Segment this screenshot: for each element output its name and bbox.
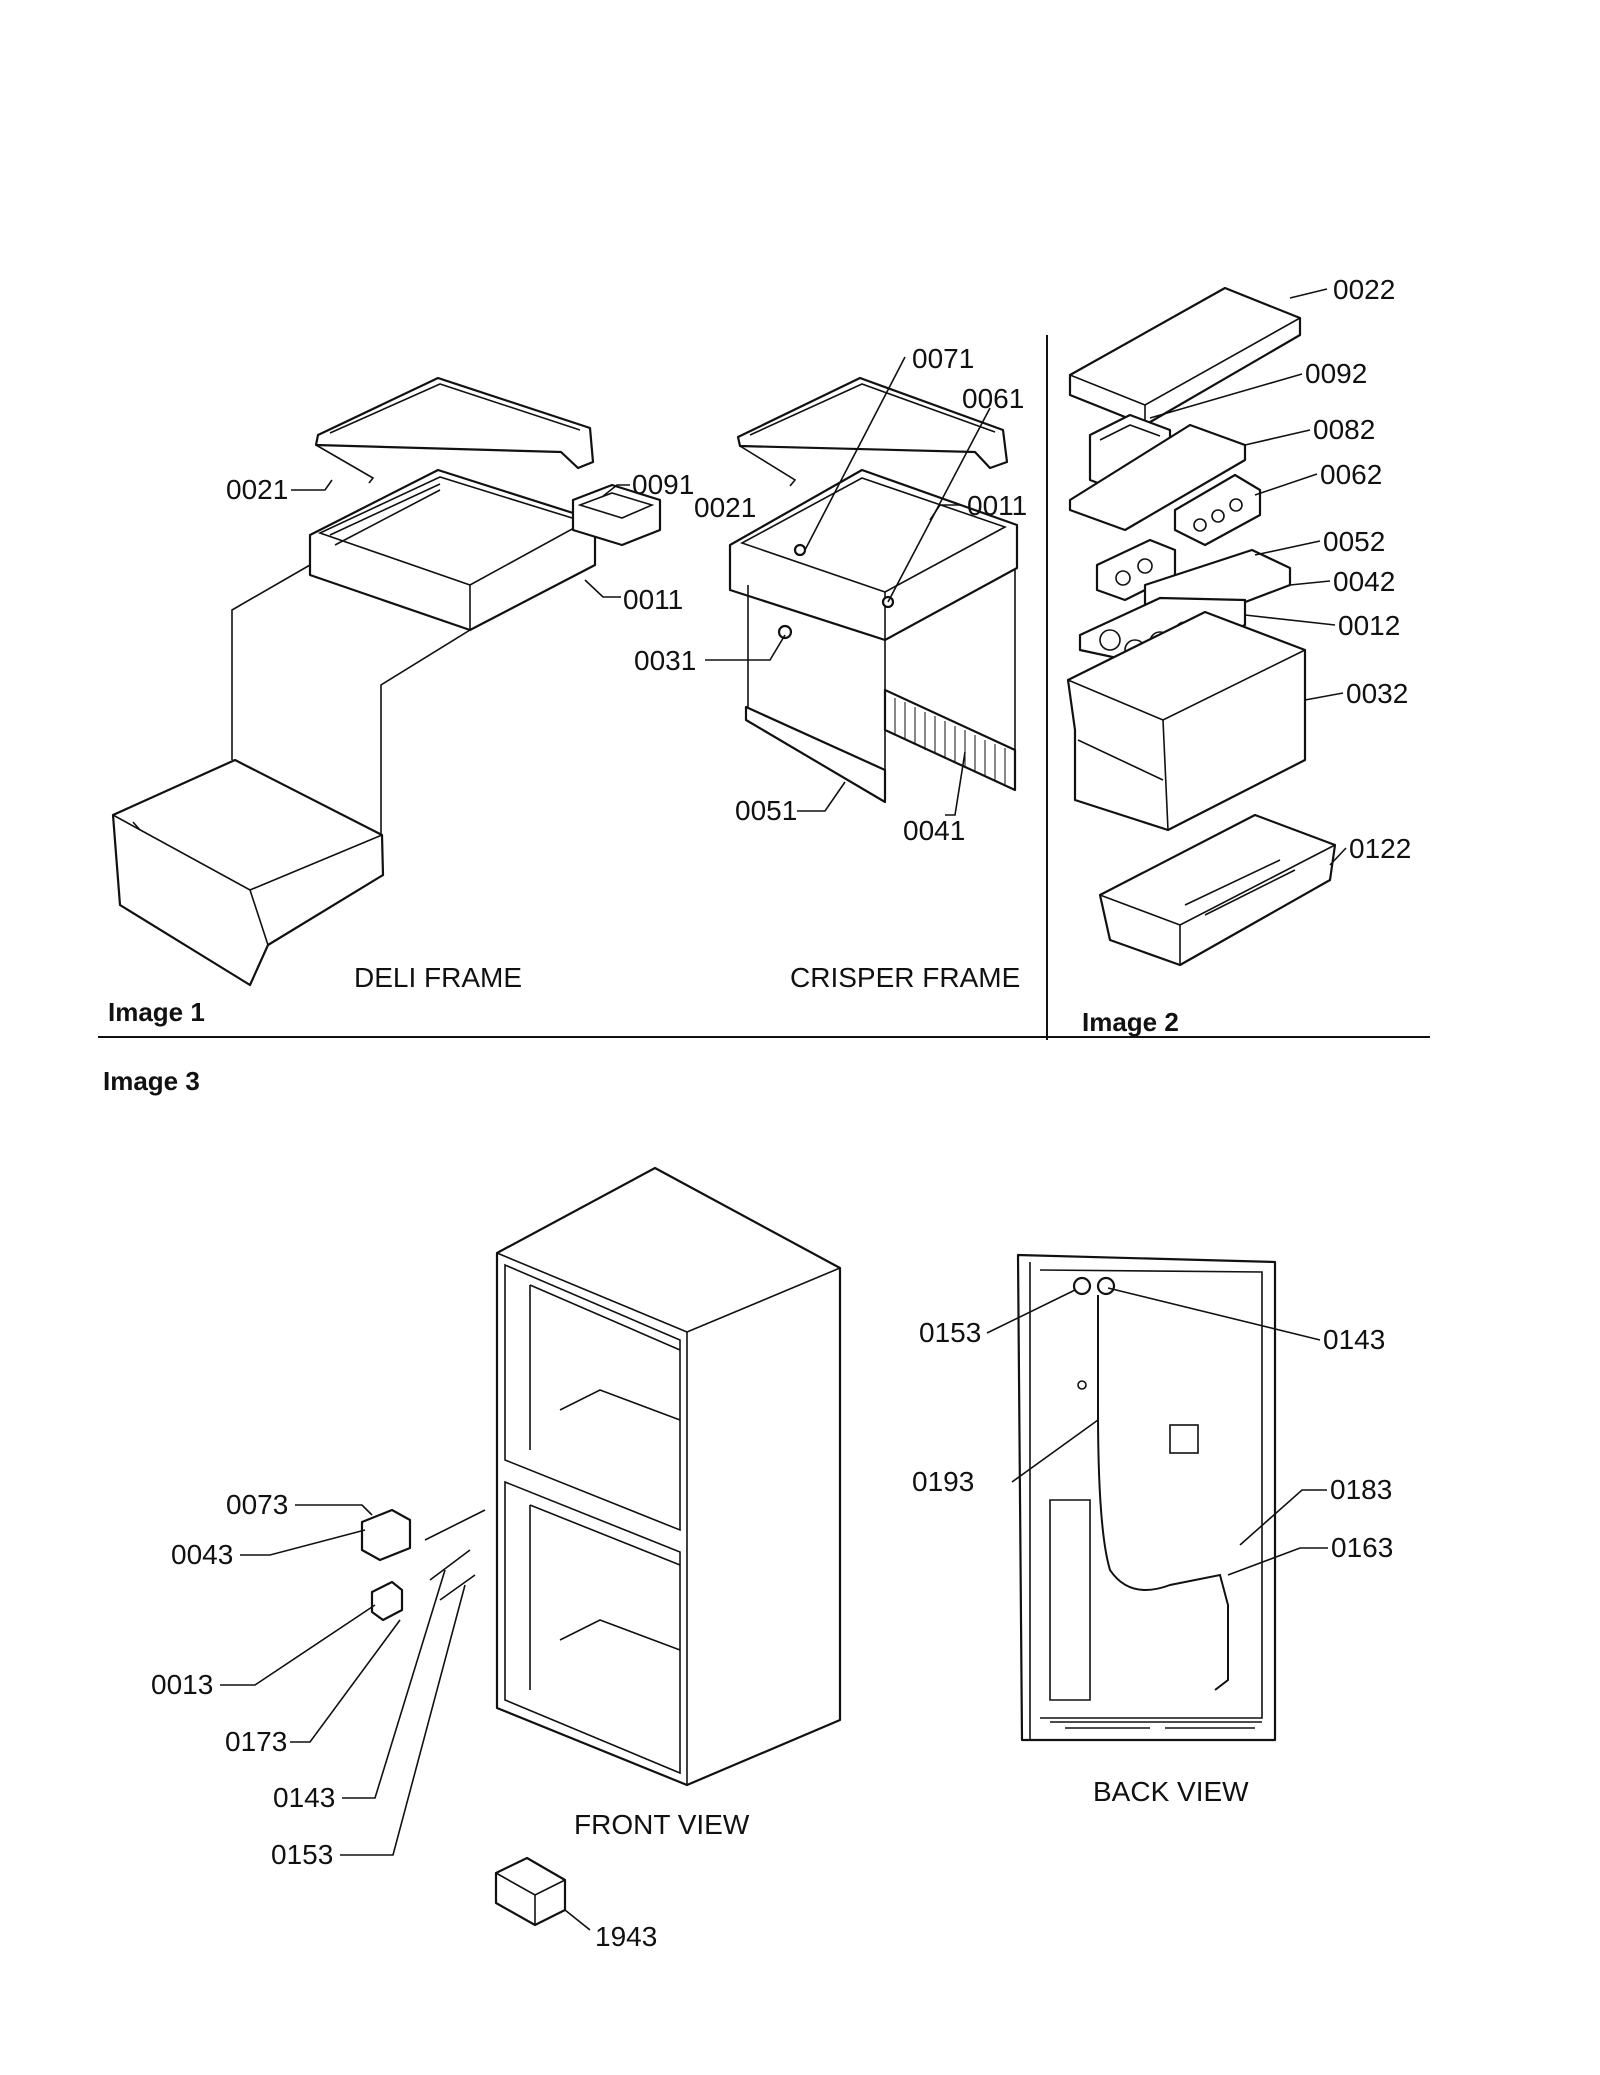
- callout-front-0153: 0153: [271, 1839, 333, 1870]
- callout-crisper-0011: 0011: [967, 490, 1027, 521]
- front-view-drawing: [360, 1166, 842, 1927]
- leader-lines: [220, 288, 1347, 1931]
- callout-deli-0091: 0091: [632, 469, 694, 500]
- callout-back-0163: 0163: [1331, 1532, 1393, 1563]
- callout-front-1943: 1943: [595, 1921, 657, 1952]
- callout-crisper-0051: 0051: [735, 795, 797, 826]
- deli-frame-caption: DELI FRAME: [354, 962, 522, 993]
- image2-label: Image 2: [1082, 1007, 1179, 1037]
- callout-door-0042: 0042: [1333, 566, 1395, 597]
- callout-door-0052: 0052: [1323, 526, 1385, 557]
- back-view-drawing: [1016, 1253, 1277, 1742]
- callout-front-0173: 0173: [225, 1726, 287, 1757]
- image3-label: Image 3: [103, 1066, 200, 1096]
- callout-crisper-0041: 0041: [903, 815, 965, 846]
- callout-crisper-0061: 0061: [962, 383, 1024, 414]
- callout-crisper-0071: 0071: [912, 343, 974, 374]
- callout-crisper-0021: 0021: [694, 492, 756, 523]
- callout-door-0032: 0032: [1346, 678, 1408, 709]
- back-view-caption: BACK VIEW: [1093, 1776, 1249, 1807]
- callout-door-0082: 0082: [1313, 414, 1375, 445]
- callout-door-0122: 0122: [1349, 833, 1411, 864]
- callout-door-0012: 0012: [1338, 610, 1400, 641]
- callout-back-0153: 0153: [919, 1317, 981, 1348]
- callout-door-0092: 0092: [1305, 358, 1367, 389]
- callout-door-0062: 0062: [1320, 459, 1382, 490]
- callout-crisper-0031: 0031: [634, 645, 696, 676]
- callout-back-0193: 0193: [912, 1466, 974, 1497]
- callout-deli-0011: 0011: [623, 584, 683, 615]
- door-parts-drawing: [1066, 286, 1337, 967]
- image1-label: Image 1: [108, 997, 205, 1027]
- callout-deli-0021: 0021: [226, 474, 288, 505]
- front-view-caption: FRONT VIEW: [574, 1809, 750, 1840]
- crisper-frame-drawing: [728, 376, 1019, 804]
- callout-back-0143: 0143: [1323, 1324, 1385, 1355]
- callout-front-0143: 0143: [273, 1782, 335, 1813]
- deli-frame-drawing: [111, 376, 662, 987]
- callout-back-0183: 0183: [1330, 1474, 1392, 1505]
- callout-front-0043: 0043: [171, 1539, 233, 1570]
- callout-door-0022: 0022: [1333, 274, 1395, 305]
- callout-front-0073: 0073: [226, 1489, 288, 1520]
- crisper-frame-caption: CRISPER FRAME: [790, 962, 1020, 993]
- callout-front-0013: 0013: [151, 1669, 213, 1700]
